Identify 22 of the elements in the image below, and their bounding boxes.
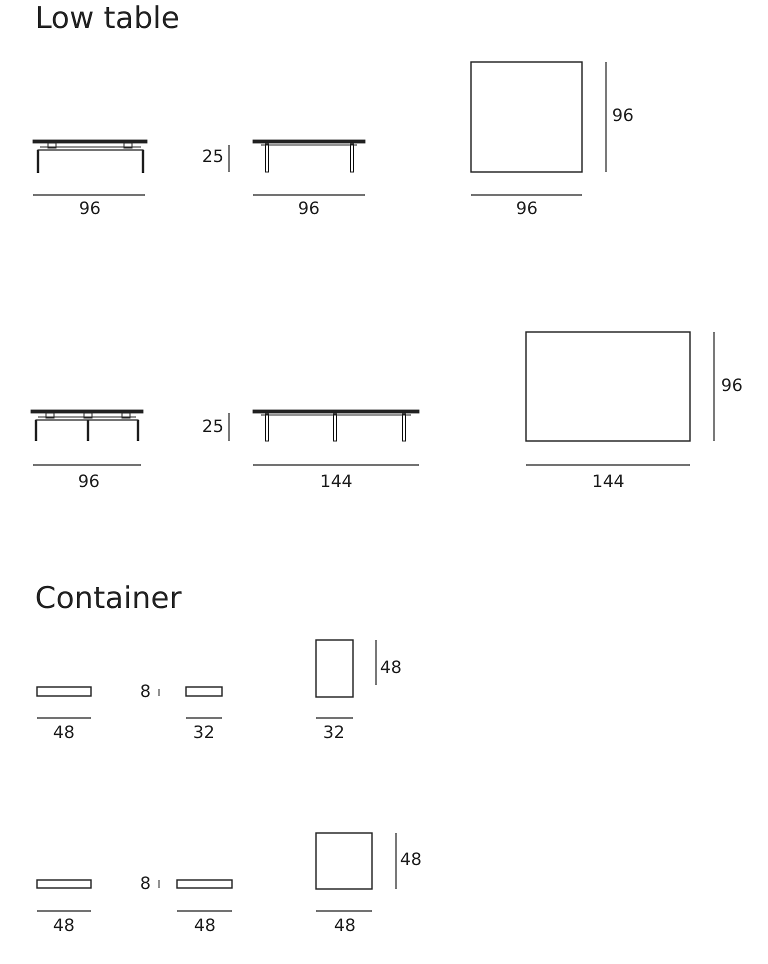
dimension-label: 8 [140, 684, 151, 701]
dimension-label: 32 [323, 725, 345, 742]
dimension-label: 32 [193, 725, 215, 742]
dimension-label: 25 [202, 419, 224, 436]
dimension-label: 96 [516, 201, 538, 218]
dimension-label: 144 [592, 474, 624, 491]
dimension-label: 48 [194, 918, 216, 935]
dimension-label: 96 [298, 201, 320, 218]
dimension-label: 48 [334, 918, 356, 935]
section-heading: Container [35, 584, 182, 614]
dimension-label: 48 [380, 660, 402, 677]
dimension-label: 96 [79, 201, 101, 218]
dimension-label: 8 [140, 876, 151, 893]
dimension-label: 48 [53, 725, 75, 742]
dimension-label: 96 [721, 378, 743, 395]
dimension-label: 25 [202, 149, 224, 166]
dimension-label: 48 [400, 852, 422, 869]
dimension-label: 48 [53, 918, 75, 935]
dimension-label: 96 [78, 474, 100, 491]
section-heading: Low table [35, 4, 180, 34]
dimension-label: 144 [320, 474, 352, 491]
dimension-label: 96 [612, 108, 634, 125]
